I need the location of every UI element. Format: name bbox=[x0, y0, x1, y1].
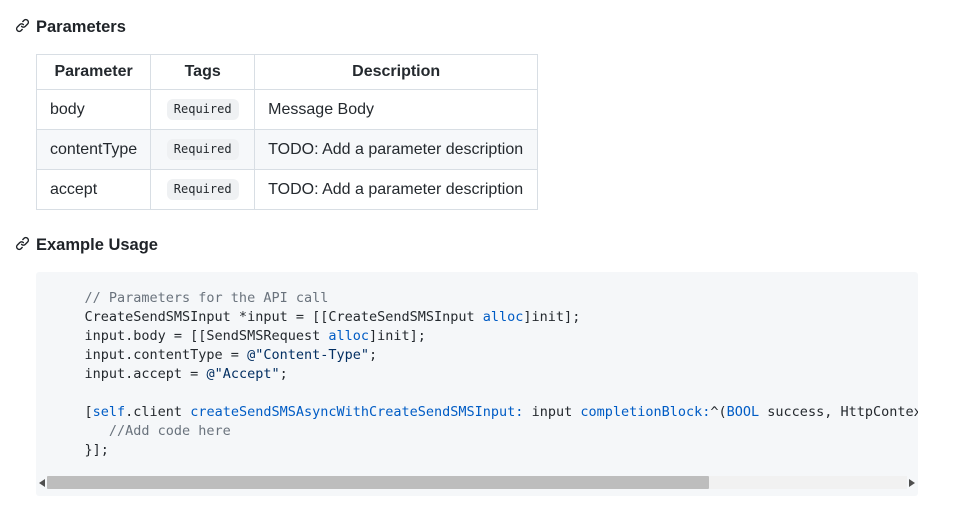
example-usage-heading-text: Example Usage bbox=[36, 236, 158, 254]
table-row: accept Required TODO: Add a parameter de… bbox=[35, 169, 539, 210]
code-block: // Parameters for the API call CreateSen… bbox=[36, 272, 918, 496]
scrollbar-left-arrow-icon[interactable] bbox=[39, 478, 45, 487]
param-tags-cell: Required bbox=[150, 169, 256, 210]
scrollbar-right-arrow-icon[interactable] bbox=[909, 478, 915, 487]
param-tags-cell: Required bbox=[150, 89, 256, 130]
parameters-heading: Parameters bbox=[15, 18, 918, 36]
required-badge: Required bbox=[166, 179, 239, 200]
column-header-parameter: Parameter bbox=[35, 54, 152, 90]
code-line: input.body = [[SendSMSRequest alloc]init… bbox=[52, 328, 426, 344]
param-description-cell: TODO: Add a parameter description bbox=[254, 129, 539, 170]
param-name-cell: body bbox=[35, 89, 152, 130]
link-icon bbox=[15, 236, 30, 254]
scrollbar-track[interactable] bbox=[47, 476, 907, 489]
required-badge: Required bbox=[166, 99, 239, 120]
column-header-description: Description bbox=[254, 54, 539, 90]
readme-document: Parameters Parameter Tags Description bo… bbox=[15, 18, 918, 496]
param-tags-cell: Required bbox=[150, 129, 256, 170]
parameters-heading-text: Parameters bbox=[36, 18, 126, 36]
code-content: // Parameters for the API call CreateSen… bbox=[52, 289, 919, 460]
link-icon bbox=[15, 18, 30, 36]
column-header-tags: Tags bbox=[150, 54, 256, 90]
code-line bbox=[52, 384, 902, 403]
scrollbar-thumb[interactable] bbox=[47, 476, 710, 489]
required-badge: Required bbox=[166, 139, 239, 160]
param-description-cell: Message Body bbox=[254, 89, 539, 130]
parameters-anchor-link[interactable] bbox=[15, 18, 31, 36]
example-usage-anchor-link[interactable] bbox=[15, 236, 31, 254]
code-line: }]; bbox=[52, 442, 109, 458]
example-usage-section: Example Usage // Parameters for the API … bbox=[15, 236, 918, 496]
horizontal-scrollbar[interactable] bbox=[37, 476, 917, 489]
code-line: input.accept = @"Accept"; bbox=[52, 366, 288, 382]
param-name-cell: accept bbox=[35, 169, 152, 210]
param-description-cell: TODO: Add a parameter description bbox=[254, 169, 539, 210]
code-line: // Parameters for the API call bbox=[52, 290, 329, 306]
parameters-table: Parameter Tags Description body Required… bbox=[35, 54, 539, 210]
table-row: body Required Message Body bbox=[35, 89, 539, 130]
code-line: input.contentType = @"Content-Type"; bbox=[52, 347, 378, 363]
example-usage-heading: Example Usage bbox=[15, 236, 918, 254]
parameters-section: Parameters Parameter Tags Description bo… bbox=[15, 18, 918, 210]
code-line: [self.client createSendSMSAsyncWithCreat… bbox=[52, 404, 919, 420]
table-row: contentType Required TODO: Add a paramet… bbox=[35, 129, 539, 170]
table-header-row: Parameter Tags Description bbox=[35, 54, 539, 90]
param-name-cell: contentType bbox=[35, 129, 152, 170]
code-line: //Add code here bbox=[52, 423, 231, 439]
code-line: CreateSendSMSInput *input = [[CreateSend… bbox=[52, 309, 581, 325]
